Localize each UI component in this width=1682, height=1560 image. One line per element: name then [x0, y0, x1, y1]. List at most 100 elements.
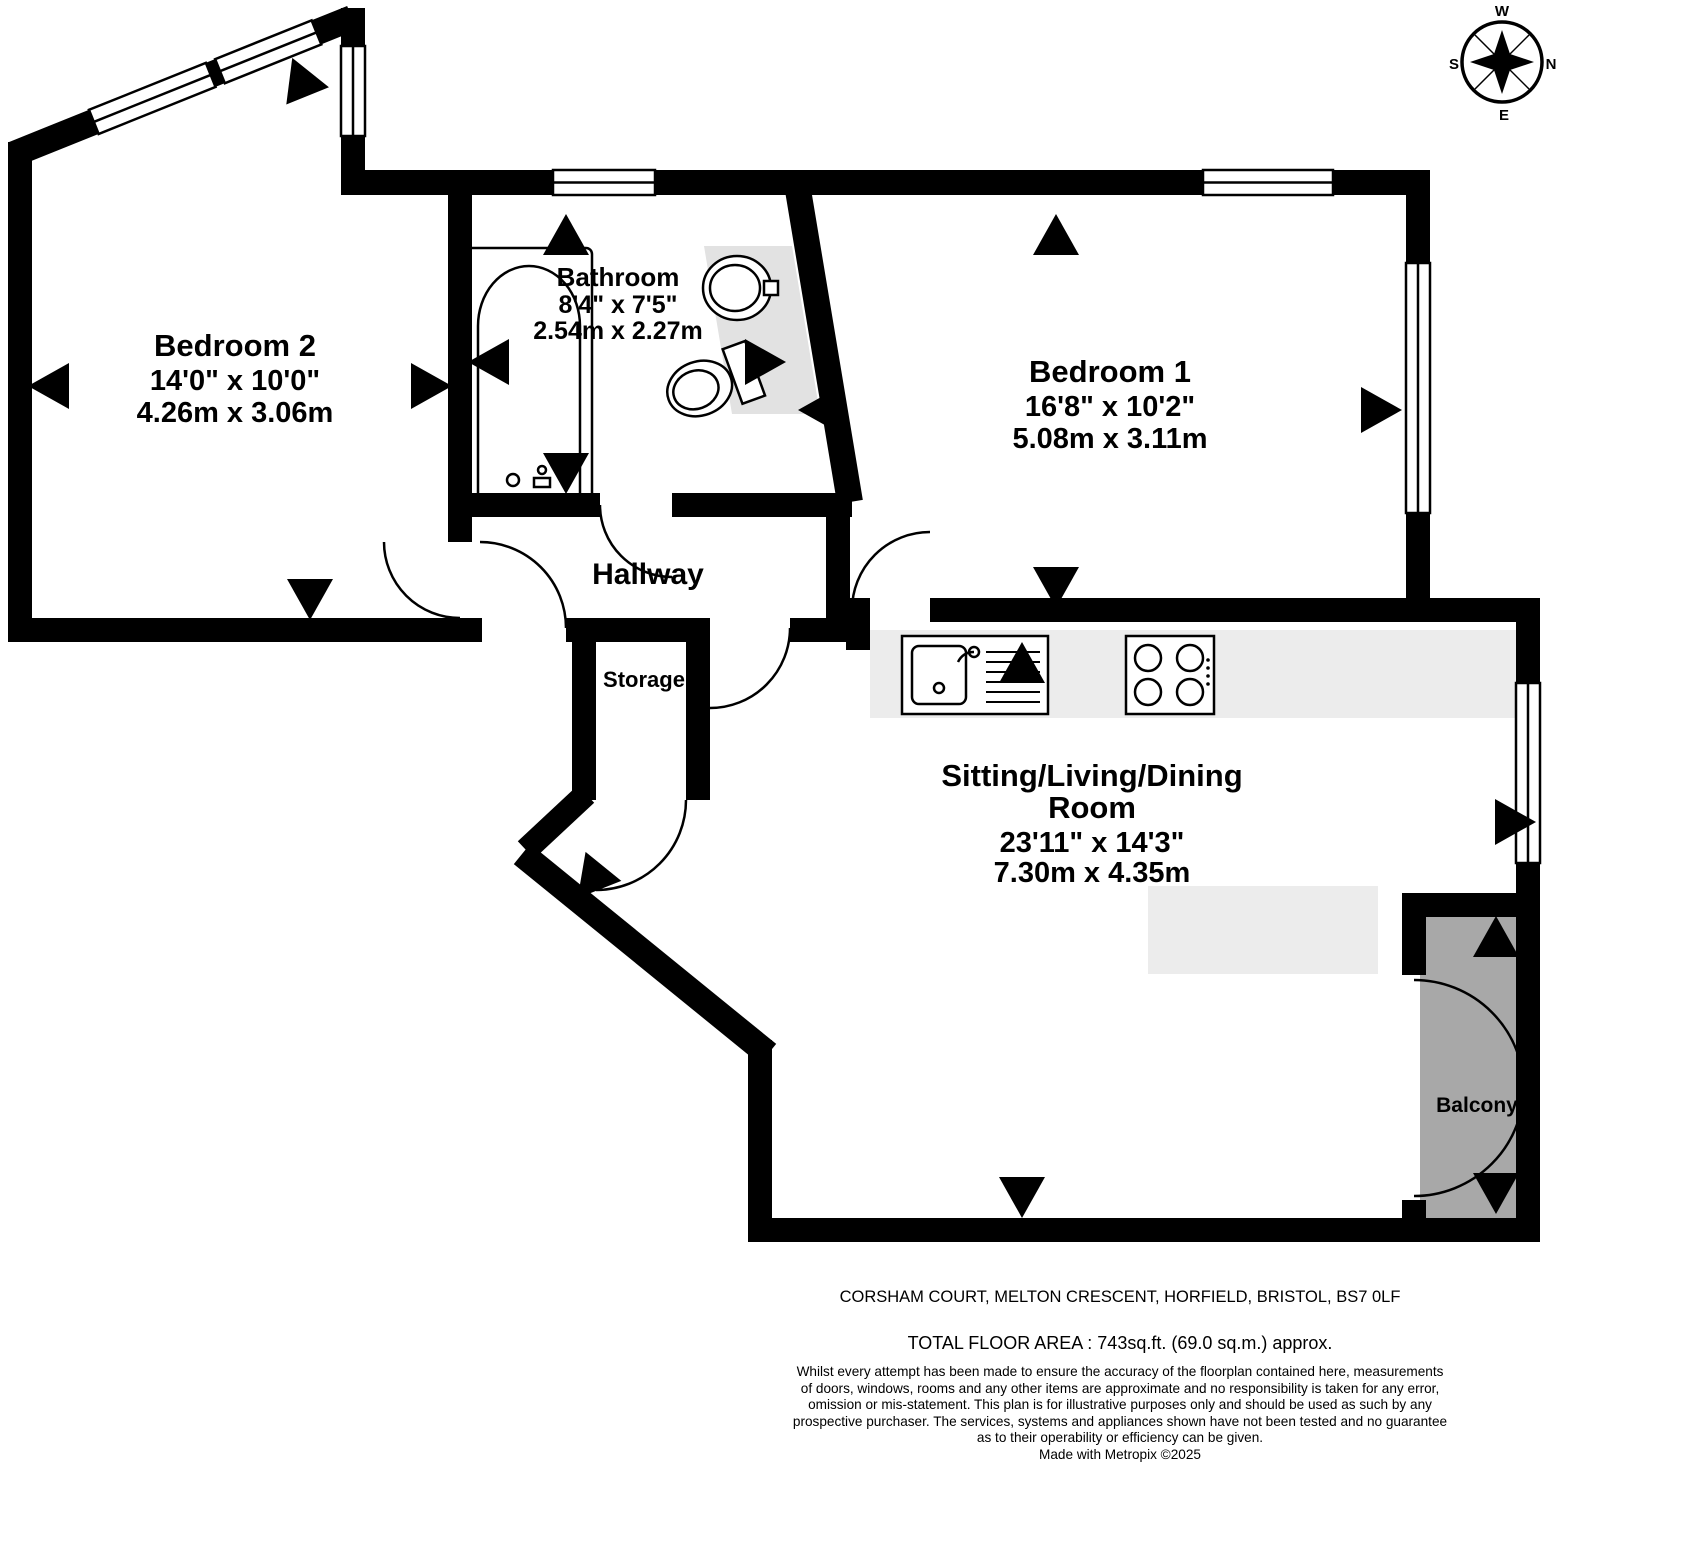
- dimension-arrow: [411, 363, 452, 409]
- disclaimer-line: as to their operability or efficiency ca…: [976, 1430, 1264, 1446]
- sink-spout: [956, 650, 975, 663]
- wall-segment: [748, 1218, 1430, 1242]
- living-name-line1: Sitting/Living/Dining: [941, 758, 1242, 793]
- wall-segment: [448, 182, 472, 517]
- dimension-arrow: [999, 1177, 1045, 1218]
- dimension-arrow: [543, 453, 589, 494]
- wall-segment: [846, 598, 870, 650]
- wall-segment: [930, 598, 1430, 622]
- door-arcs: [382, 504, 1526, 1198]
- compass-star-icon: [1470, 30, 1534, 94]
- dimension-arrow: [543, 214, 589, 255]
- living-metric: 7.30m x 4.35m: [994, 857, 1191, 889]
- bathroom-name: Bathroom: [557, 262, 680, 292]
- door-arc-entrance: [479, 540, 568, 629]
- window: [87, 18, 323, 136]
- footer: CORSHAM COURT, MELTON CRESCENT, HORFIELD…: [784, 1288, 1456, 1464]
- hob-burner: [1133, 677, 1163, 707]
- door-arc-bedroom2: [382, 541, 461, 620]
- wall-segment: [472, 618, 482, 642]
- door-arc-balcony-top: [1413, 978, 1526, 1091]
- dimension-arrow: [287, 579, 333, 620]
- disclaimer-line: Whilst every attempt has been made to en…: [796, 1364, 1444, 1379]
- disclaimer-line: of doors, windows, rooms and any other i…: [800, 1380, 1440, 1396]
- bathroom-sink: [701, 254, 780, 322]
- compass-west: W: [1495, 3, 1510, 20]
- door-arc-bathroom: [598, 504, 673, 579]
- door-arc-living: [709, 627, 792, 710]
- bedroom1-imperial: 16'8" x 10'2": [1025, 391, 1195, 423]
- window: [1514, 681, 1542, 865]
- bath-tap-knob: [536, 464, 548, 476]
- wall-segment: [1402, 893, 1426, 975]
- door-arc-balcony-bottom: [1413, 1085, 1526, 1198]
- dimension-arrow: [1033, 567, 1079, 608]
- dimension-arrow: [28, 363, 69, 409]
- hob-burner: [1175, 643, 1205, 673]
- compass-rose: W S E N: [1449, 3, 1556, 124]
- compass-south: S: [1449, 56, 1459, 73]
- bedroom2-metric: 4.26m x 3.06m: [137, 397, 334, 429]
- wall-segment: [748, 1040, 772, 1242]
- disclaimer: Whilst every attempt has been made to en…: [784, 1364, 1456, 1447]
- hob: [1124, 634, 1216, 716]
- wall-segment: [686, 618, 710, 800]
- room-labels: Bedroom 2 14'0" x 10'0" 4.26m x 3.06m Ba…: [137, 262, 1519, 1117]
- hob-burner: [1133, 643, 1163, 673]
- balcony-floor: [1420, 917, 1516, 1218]
- dimension-arrow: [286, 57, 329, 105]
- dimension-arrow: [999, 642, 1045, 683]
- address: CORSHAM COURT, MELTON CRESCENT, HORFIELD…: [839, 1288, 1401, 1306]
- window: [1201, 168, 1335, 197]
- hallway-name: Hallway: [592, 558, 704, 591]
- bedroom2-name: Bedroom 2: [154, 328, 316, 363]
- dimension-arrow: [468, 339, 509, 385]
- disclaimer-line: prospective purchaser. The services, sys…: [792, 1413, 1448, 1429]
- bath-drain: [505, 472, 521, 488]
- wall-segment: [572, 618, 596, 800]
- window: [1404, 261, 1432, 515]
- dimension-arrow: [1361, 387, 1402, 433]
- bedroom1-name: Bedroom 1: [1029, 354, 1191, 389]
- compass-circle: [1460, 20, 1544, 104]
- dimension-arrow: [577, 851, 622, 899]
- compass-east: E: [1499, 107, 1509, 124]
- basin-inner: [708, 263, 762, 313]
- dimension-arrow: [1495, 799, 1536, 845]
- basin-tap: [762, 279, 780, 297]
- windows: [87, 18, 1542, 865]
- storage-name: Storage: [603, 667, 685, 692]
- disclaimer-line: omission or mis-statement. This plan is …: [808, 1397, 1432, 1413]
- balcony-name: Balcony: [1436, 1094, 1518, 1117]
- dimension-arrow: [798, 387, 839, 433]
- hob-knobs: [1206, 658, 1210, 686]
- compass-north: N: [1546, 56, 1557, 73]
- bedroom1-metric: 5.08m x 3.11m: [1012, 423, 1207, 455]
- wall-segment: [448, 493, 600, 517]
- window: [339, 44, 367, 138]
- hob-burner: [1175, 677, 1205, 707]
- bathroom-imperial: 8'4" x 7'5": [558, 291, 677, 319]
- dimension-arrows: [28, 57, 1536, 1218]
- credit: Made with Metropix ©2025: [1039, 1446, 1201, 1462]
- wall-diagonal-living: [513, 843, 777, 1065]
- toilet: [666, 339, 767, 418]
- living-name-line2: Room: [1048, 790, 1136, 825]
- wall-diagonal-connector: [517, 785, 595, 859]
- bathroom-metric: 2.54m x 2.27m: [533, 317, 703, 345]
- sideboard-surface: [1148, 886, 1378, 974]
- wall-diagonal-bathroom: [784, 181, 863, 505]
- bathtub-inner: [476, 264, 582, 498]
- bath-tap: [532, 476, 552, 489]
- dimension-arrow: [1473, 1173, 1519, 1214]
- living-imperial: 23'11" x 14'3": [1000, 827, 1185, 859]
- toilet-bowl-inner: [672, 369, 720, 411]
- wall-segment: [8, 618, 472, 642]
- wall-segment: [672, 493, 852, 517]
- dimension-arrow: [745, 339, 786, 385]
- sink-drain: [932, 681, 946, 695]
- wall-segment: [8, 142, 32, 642]
- total-floor-area: TOTAL FLOOR AREA : 743sq.ft. (69.0 sq.m.…: [907, 1333, 1333, 1353]
